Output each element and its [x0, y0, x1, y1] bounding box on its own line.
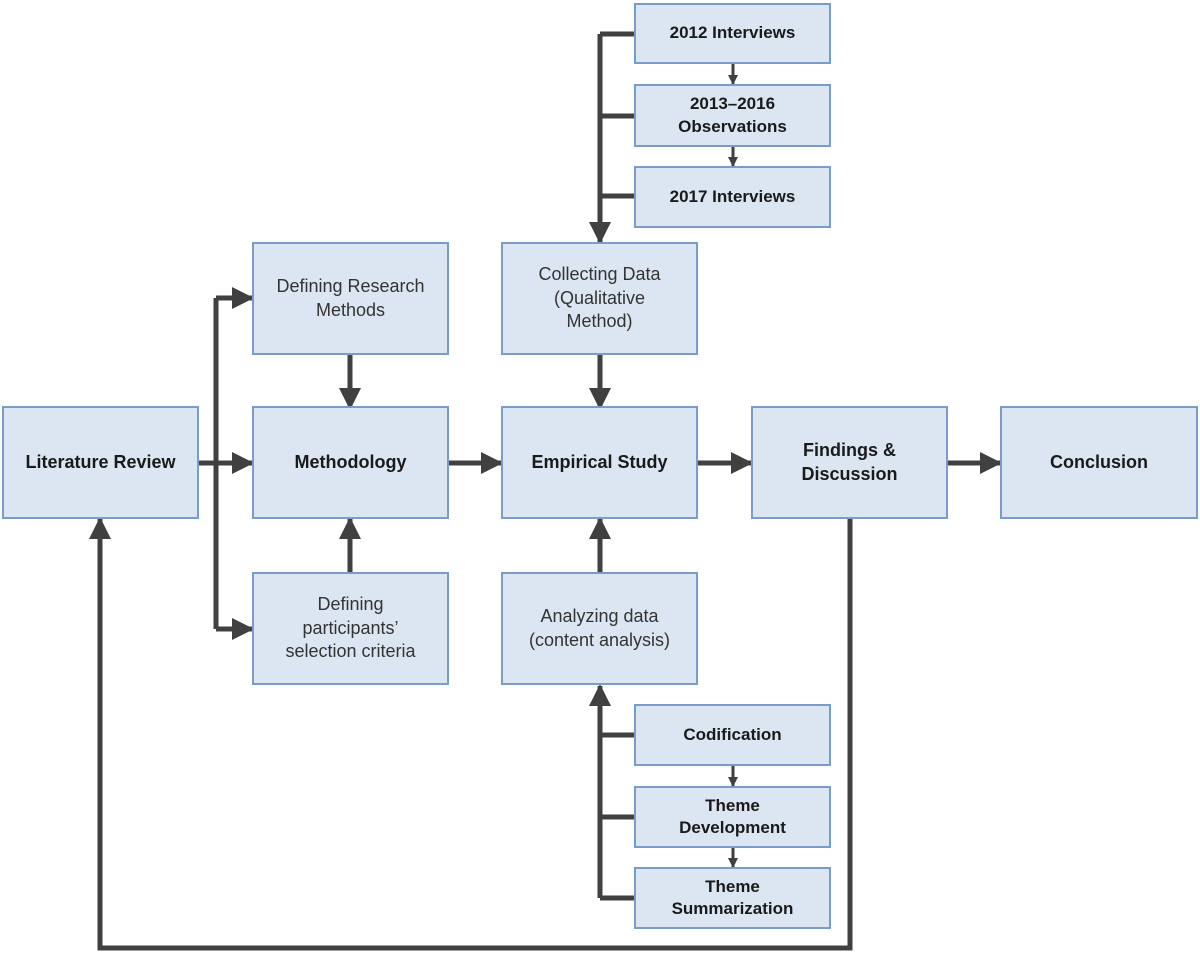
node-empirical-study: Empirical Study	[501, 406, 698, 519]
node-theme-development: Theme Development	[634, 786, 831, 848]
node-literature-review: Literature Review	[2, 406, 199, 519]
node-2017-interviews: 2017 Interviews	[634, 166, 831, 228]
feedback-loop	[89, 517, 853, 951]
node-analyzing-data: Analyzing data (content analysis)	[501, 572, 698, 685]
node-label: Conclusion	[1050, 451, 1148, 472]
node-label: Findings & Discussion	[801, 440, 898, 484]
node-label: Defining participants’ selection criteri…	[285, 594, 416, 662]
node-label: Collecting Data (Qualitative Method)	[538, 264, 661, 332]
node-label: Empirical Study	[531, 451, 668, 472]
node-label: Theme Summarization	[671, 876, 794, 918]
node-defining-research-methods: Defining Research Methods	[252, 242, 449, 355]
node-2012-interviews: 2012 Interviews	[634, 3, 831, 64]
node-collecting-data: Collecting Data (Qualitative Method)	[501, 242, 698, 355]
node-theme-summarization: Theme Summarization	[634, 867, 831, 929]
node-conclusion: Conclusion	[1000, 406, 1198, 519]
node-label: Literature Review	[25, 451, 176, 472]
node-label: Defining Research Methods	[276, 276, 425, 320]
node-label: Theme Development	[679, 795, 786, 837]
node-label: 2017 Interviews	[669, 186, 796, 206]
node-codification: Codification	[634, 704, 831, 766]
node-2013-2016-observations: 2013–2016 Observations	[634, 84, 831, 147]
node-label: Analyzing data (content analysis)	[528, 606, 671, 650]
node-label: 2013–2016 Observations	[678, 94, 787, 136]
node-label: 2012 Interviews	[669, 23, 796, 43]
node-label: Methodology	[294, 451, 407, 472]
node-findings-discussion: Findings & Discussion	[751, 406, 948, 519]
node-defining-participants: Defining participants’ selection criteri…	[252, 572, 449, 685]
node-methodology: Methodology	[252, 406, 449, 519]
node-label: Codification	[683, 724, 782, 744]
